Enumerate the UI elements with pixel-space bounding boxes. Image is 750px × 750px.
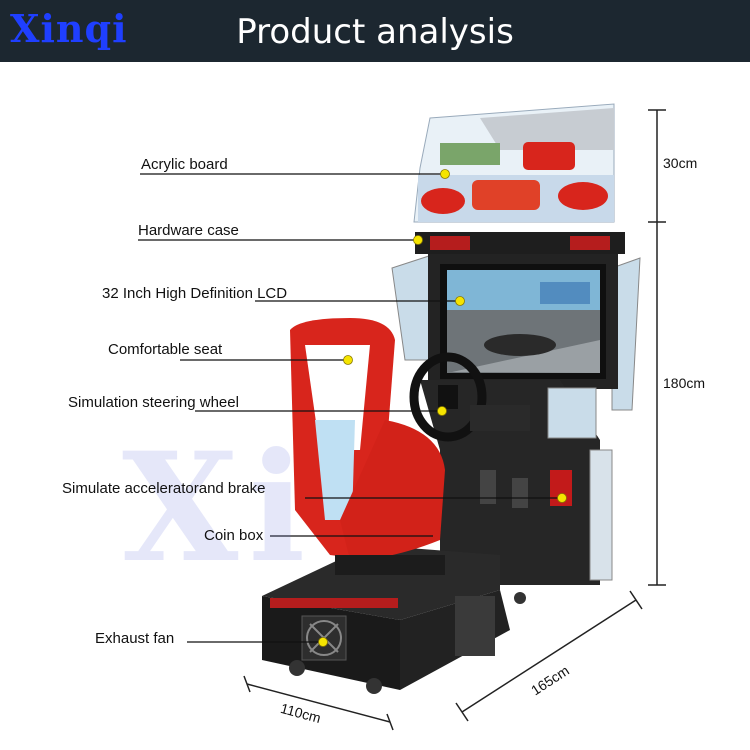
marker-pedals <box>557 493 567 503</box>
steering-wheel <box>409 352 530 442</box>
watermark: Xi <box>122 420 316 596</box>
label-coin-box: Coin box <box>204 527 264 544</box>
marker-exhaust-fan <box>318 637 328 647</box>
label-lcd: 32 Inch High Definition LCD <box>102 285 288 302</box>
marker-acrylic-board <box>440 169 450 179</box>
brand-logo: Xinqi <box>10 6 128 51</box>
dimension-main-height: 180cm <box>663 375 706 391</box>
marker-seat <box>343 355 353 365</box>
pedals <box>480 470 528 508</box>
marker-lcd <box>455 296 465 306</box>
marker-hardware-case <box>413 235 423 245</box>
racing-seat <box>290 318 445 575</box>
side-decal <box>589 449 613 581</box>
label-exhaust-fan: Exhaust fan <box>95 630 175 647</box>
label-seat: Comfortable seat <box>108 341 223 358</box>
lcd-screen <box>440 264 606 379</box>
page-title: Product analysis <box>236 12 514 52</box>
left-side-panel <box>391 254 433 361</box>
dimension-lines <box>243 109 666 731</box>
header-bar: Xinqi Product analysis <box>0 0 750 62</box>
label-hardware-case: Hardware case <box>138 222 239 239</box>
leader-lines <box>138 173 562 643</box>
acrylic-board <box>413 103 615 223</box>
label-acrylic-board: Acrylic board <box>141 156 228 173</box>
dimension-top-height: 30cm <box>663 155 698 171</box>
hardware-case <box>415 232 625 254</box>
markers <box>318 169 567 647</box>
label-pedals: Simulate acceleratorand brake <box>62 480 266 497</box>
label-steering-wheel: Simulation steering wheel <box>68 394 239 411</box>
marker-steering <box>437 406 447 416</box>
console-decal <box>547 387 597 439</box>
